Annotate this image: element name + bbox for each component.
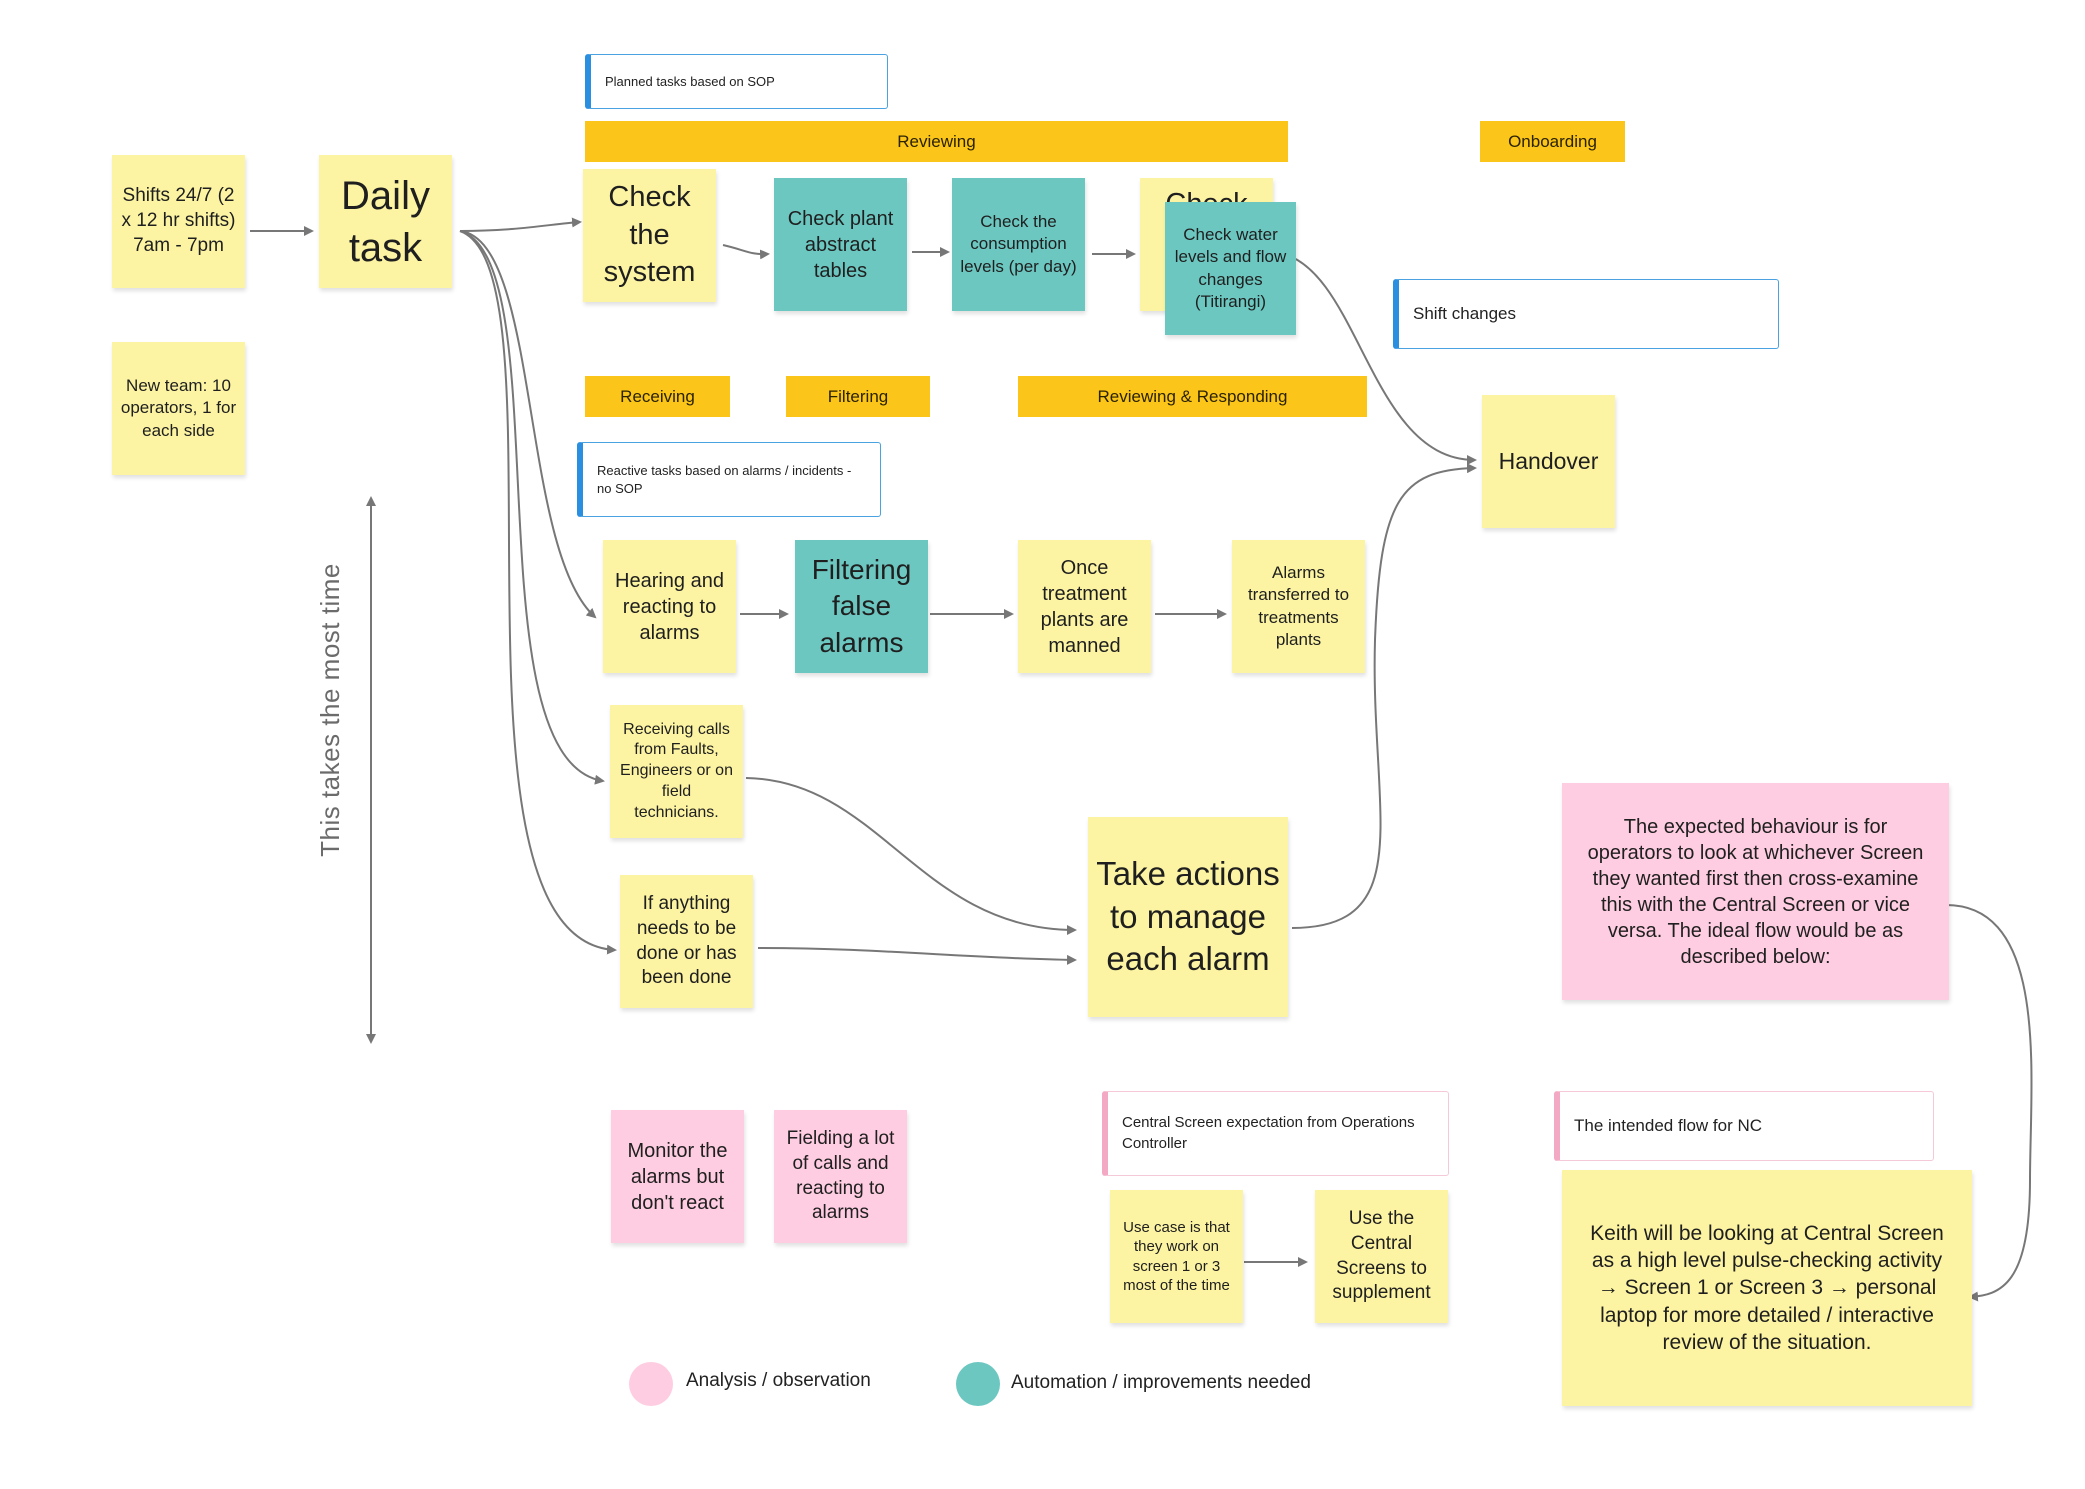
header-reviewing-responding: Reviewing & Responding [1018, 376, 1367, 417]
vertical-label: This takes the most time [315, 563, 345, 857]
sticky-once-treatment-plants: Once treatment plants are manned [1018, 540, 1151, 673]
header-receiving: Receiving [585, 376, 730, 417]
arrow-check-system-to-plant [722, 244, 770, 260]
note-central-screen-expectation: Central Screen expectation from Operatio… [1102, 1091, 1449, 1176]
header-reviewing: Reviewing [585, 121, 1288, 162]
sticky-take-actions: Take actions to manage each alarm [1088, 817, 1288, 1017]
header-filtering: Filtering [786, 376, 930, 417]
note-intended-flow: The intended flow for NC [1554, 1091, 1934, 1161]
sticky-hearing-reacting: Hearing and reacting to alarms [603, 540, 736, 673]
sticky-use-case: Use case is that they work on screen 1 o… [1110, 1190, 1243, 1323]
sticky-use-central-screens: Use the Central Screens to supplement [1315, 1190, 1448, 1323]
sticky-check-the-system: Check the system [583, 169, 716, 302]
note-reactive-tasks: Reactive tasks based on alarms / inciden… [577, 442, 881, 517]
note-planned-tasks: Planned tasks based on SOP [585, 54, 888, 109]
legend-label-analysis: Analysis / observation [686, 1370, 871, 1391]
sticky-fielding-calls: Fielding a lot of calls and reacting to … [774, 1110, 907, 1243]
sticky-check-plant-abstract-tables: Check plant abstract tables [774, 178, 907, 311]
sticky-handover: Handover [1482, 395, 1615, 528]
sticky-new-team: New team: 10 operators, 1 for each side [112, 342, 245, 475]
arrow-receiving-to-take-actions [745, 777, 1077, 935]
sticky-if-anything: If anything needs to be done or has been… [620, 875, 753, 1008]
arrow-daily-to-if-anything [459, 230, 617, 955]
sticky-filtering-false-alarms: Filtering false alarms [795, 540, 928, 673]
legend-dot-automation [956, 1362, 1000, 1406]
sticky-daily-task: Daily task [319, 155, 452, 288]
sticky-check-water-levels: Check water levels and flow changes (Tit… [1165, 202, 1296, 335]
sticky-receiving-calls: Receiving calls from Faults, Engineers o… [610, 705, 743, 838]
arrow-daily-to-hearing [459, 230, 597, 619]
sticky-expected-behaviour: The expected behaviour is for operators … [1562, 783, 1949, 1000]
header-onboarding: Onboarding [1480, 121, 1625, 162]
note-shift-changes: Shift changes [1393, 279, 1779, 349]
sticky-alarms-transferred: Alarms transferred to treatments plants [1232, 540, 1365, 673]
sticky-keith: Keith will be looking at Central Screen … [1562, 1170, 1972, 1406]
sticky-shifts: Shifts 24/7 (2 x 12 hr shifts) 7am - 7pm [112, 155, 245, 288]
sticky-monitor-alarms: Monitor the alarms but don't react [611, 1110, 744, 1243]
sticky-check-consumption-levels: Check the consumption levels (per day) [952, 178, 1085, 311]
legend-label-automation: Automation / improvements needed [1011, 1372, 1311, 1393]
arrow-daily-to-check-system [459, 217, 582, 232]
arrow-if-anything-to-take-actions [757, 947, 1077, 965]
arrow-take-actions-to-handover [1291, 463, 1477, 929]
legend-dot-analysis [629, 1362, 673, 1406]
